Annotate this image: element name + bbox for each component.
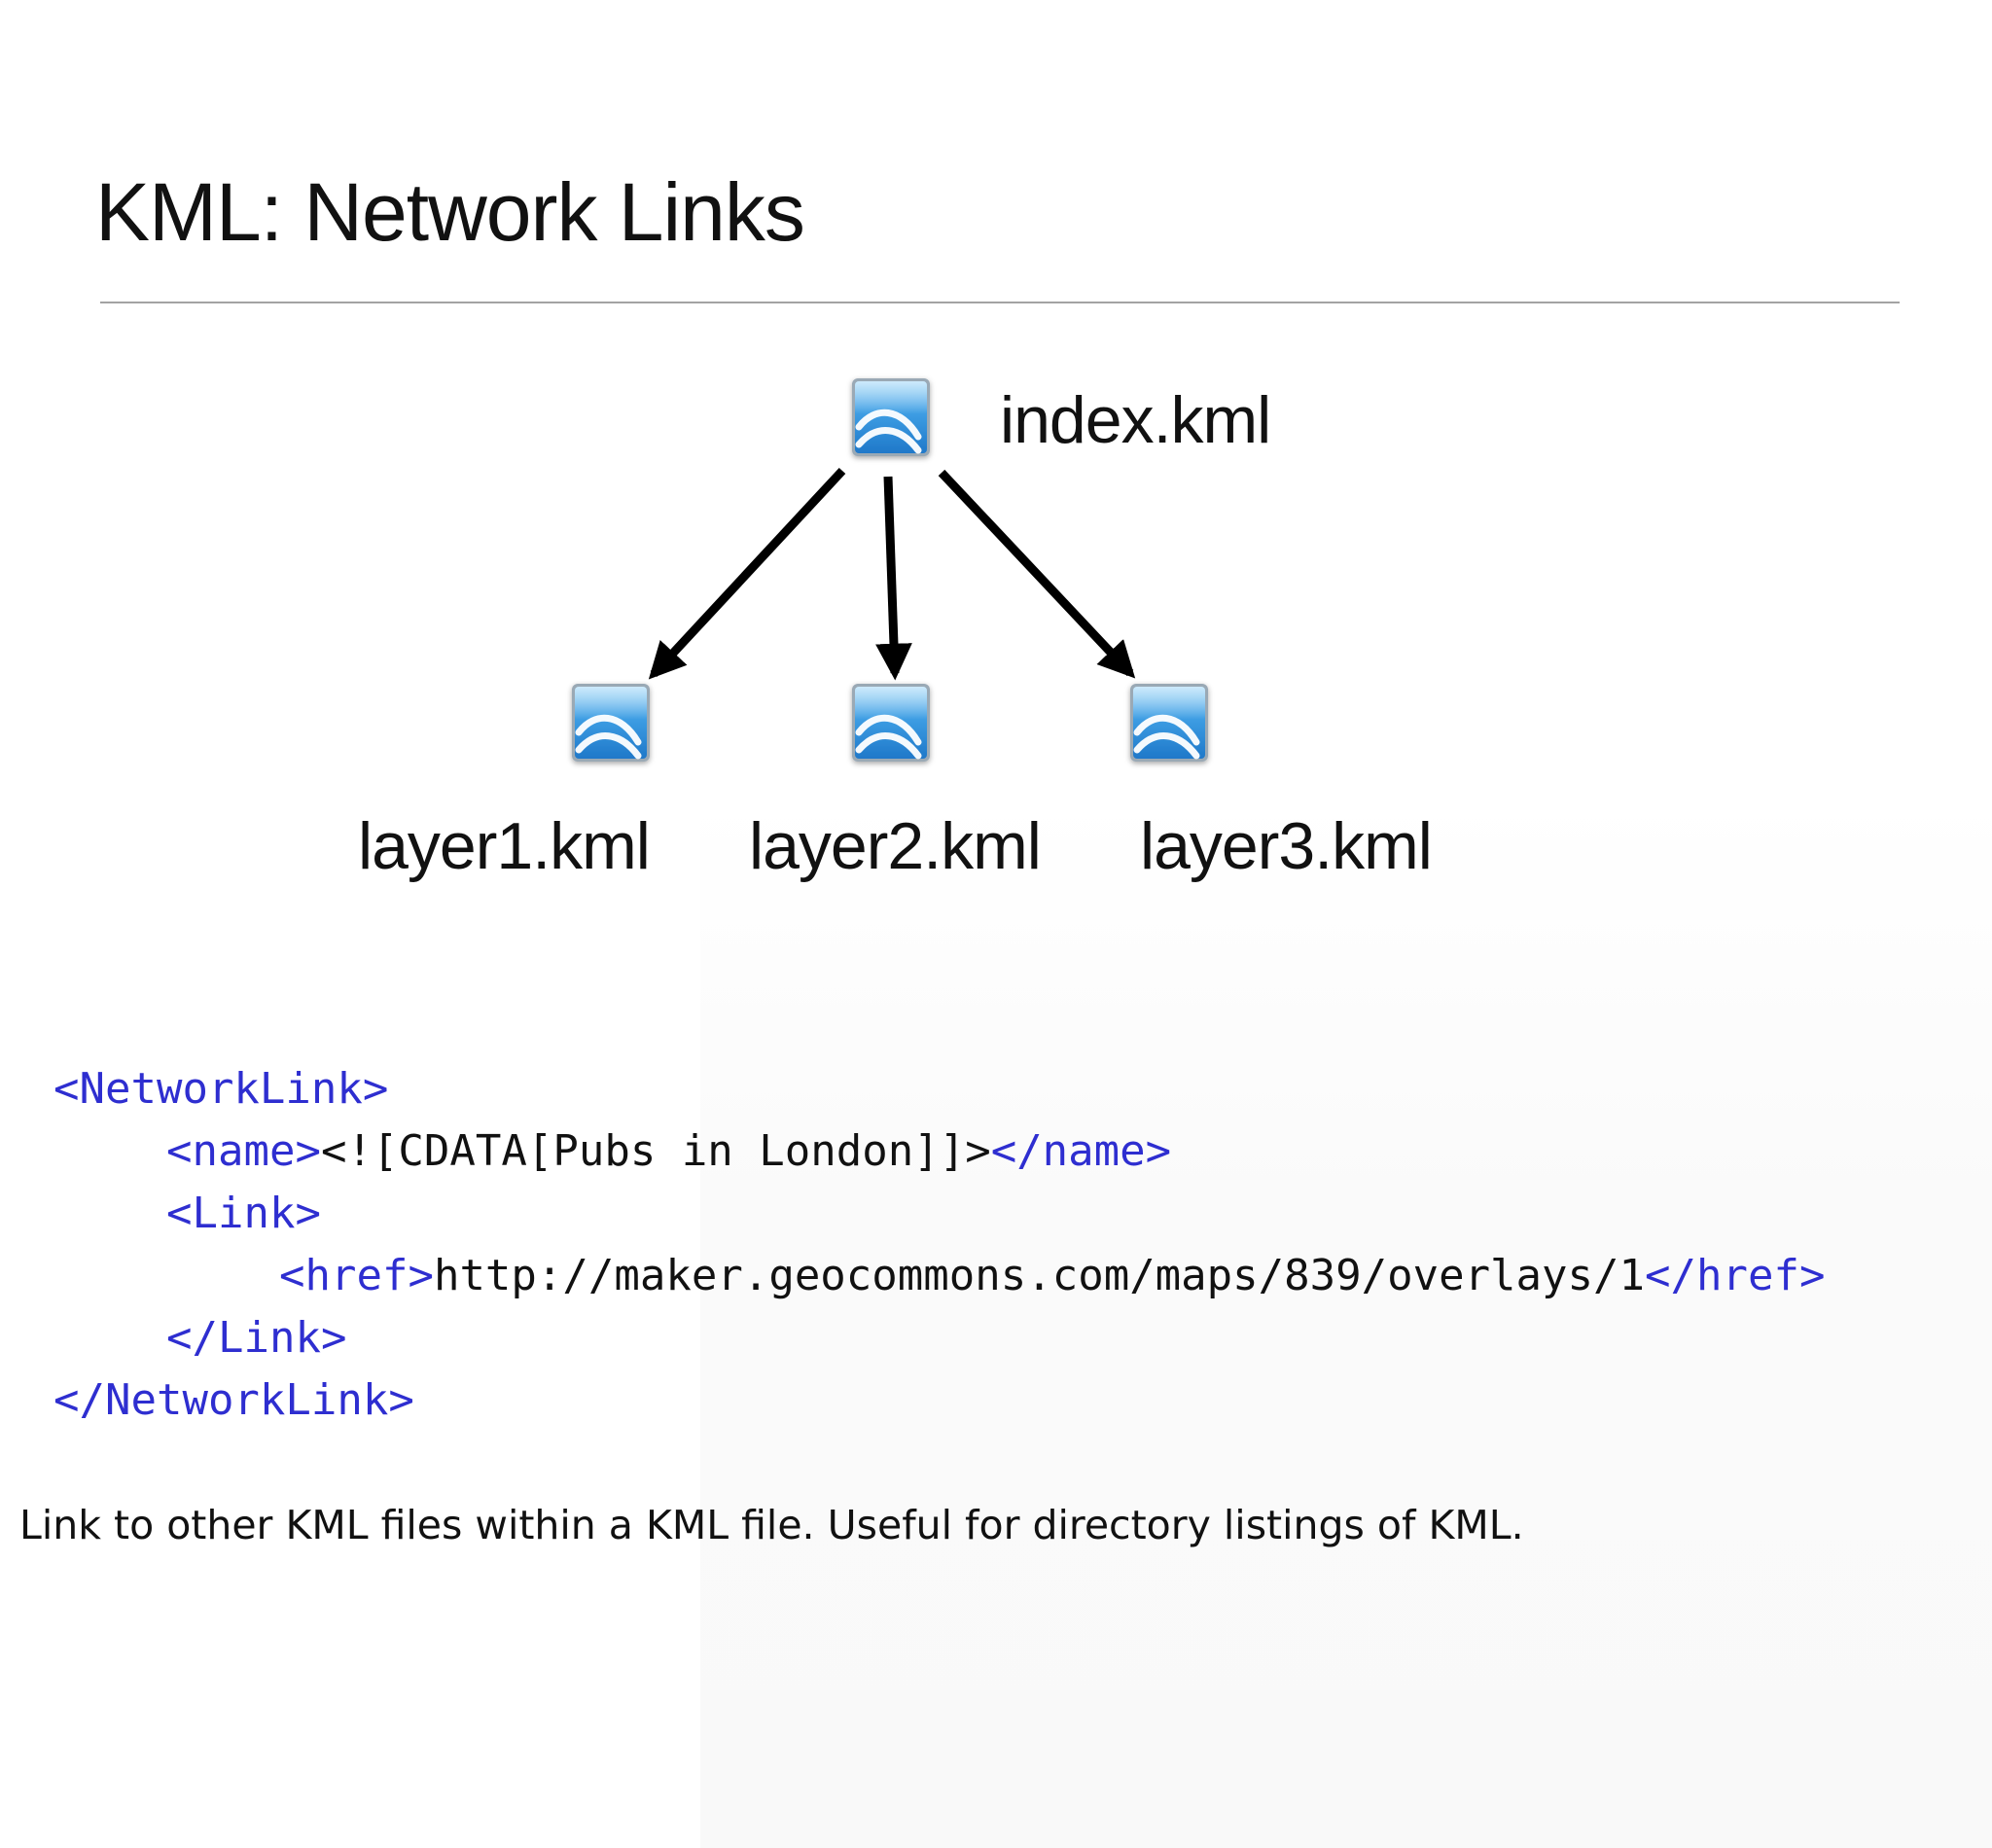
arrow-index-to-layer3: [938, 469, 1136, 679]
background-wash: [700, 798, 1992, 1848]
code-tag: <Link>: [166, 1189, 321, 1238]
child-node-label-layer1: layer1.kml: [358, 809, 651, 883]
child-node-label-layer3: layer3.kml: [1140, 809, 1433, 883]
root-node-label: index.kml: [1000, 383, 1271, 457]
code-tag: </name>: [990, 1126, 1172, 1176]
slide-title: KML: Network Links: [95, 166, 805, 258]
code-line: <href>http://maker.geocommons.com/maps/8…: [53, 1245, 1825, 1307]
code-line: <name><![CDATA[Pubs in London]]></name>: [53, 1120, 1825, 1183]
arrow-index-to-layer1: [648, 467, 846, 680]
code-line: </NetworkLink>: [53, 1369, 1825, 1432]
kml-file-icon: [852, 378, 930, 456]
code-tag: </NetworkLink>: [53, 1375, 414, 1425]
code-tag: <NetworkLink>: [53, 1064, 389, 1114]
code-line: <NetworkLink>: [53, 1058, 1825, 1120]
kml-file-icon: [1130, 684, 1208, 762]
kml-file-icon: [572, 684, 650, 762]
code-line: </Link>: [53, 1307, 1825, 1369]
network-link-diagram: [0, 0, 1992, 973]
arrow-index-to-layer2: [875, 476, 912, 681]
code-tag: <name>: [166, 1126, 321, 1176]
code-tag: </Link>: [166, 1313, 347, 1363]
code-line: <Link>: [53, 1183, 1825, 1245]
title-divider: [100, 302, 1900, 303]
kml-file-icon: [852, 684, 930, 762]
child-node-label-layer2: layer2.kml: [749, 809, 1042, 883]
code-text: <![CDATA[Pubs in London]]>: [320, 1126, 991, 1176]
code-tag: <href>: [279, 1251, 434, 1300]
caption: Link to other KML files within a KML fil…: [19, 1502, 1524, 1548]
code-snippet: <NetworkLink> <name><![CDATA[Pubs in Lond…: [53, 1058, 1825, 1432]
code-text: http://maker.geocommons.com/maps/839/ove…: [433, 1251, 1645, 1300]
code-tag: </href>: [1645, 1251, 1826, 1300]
